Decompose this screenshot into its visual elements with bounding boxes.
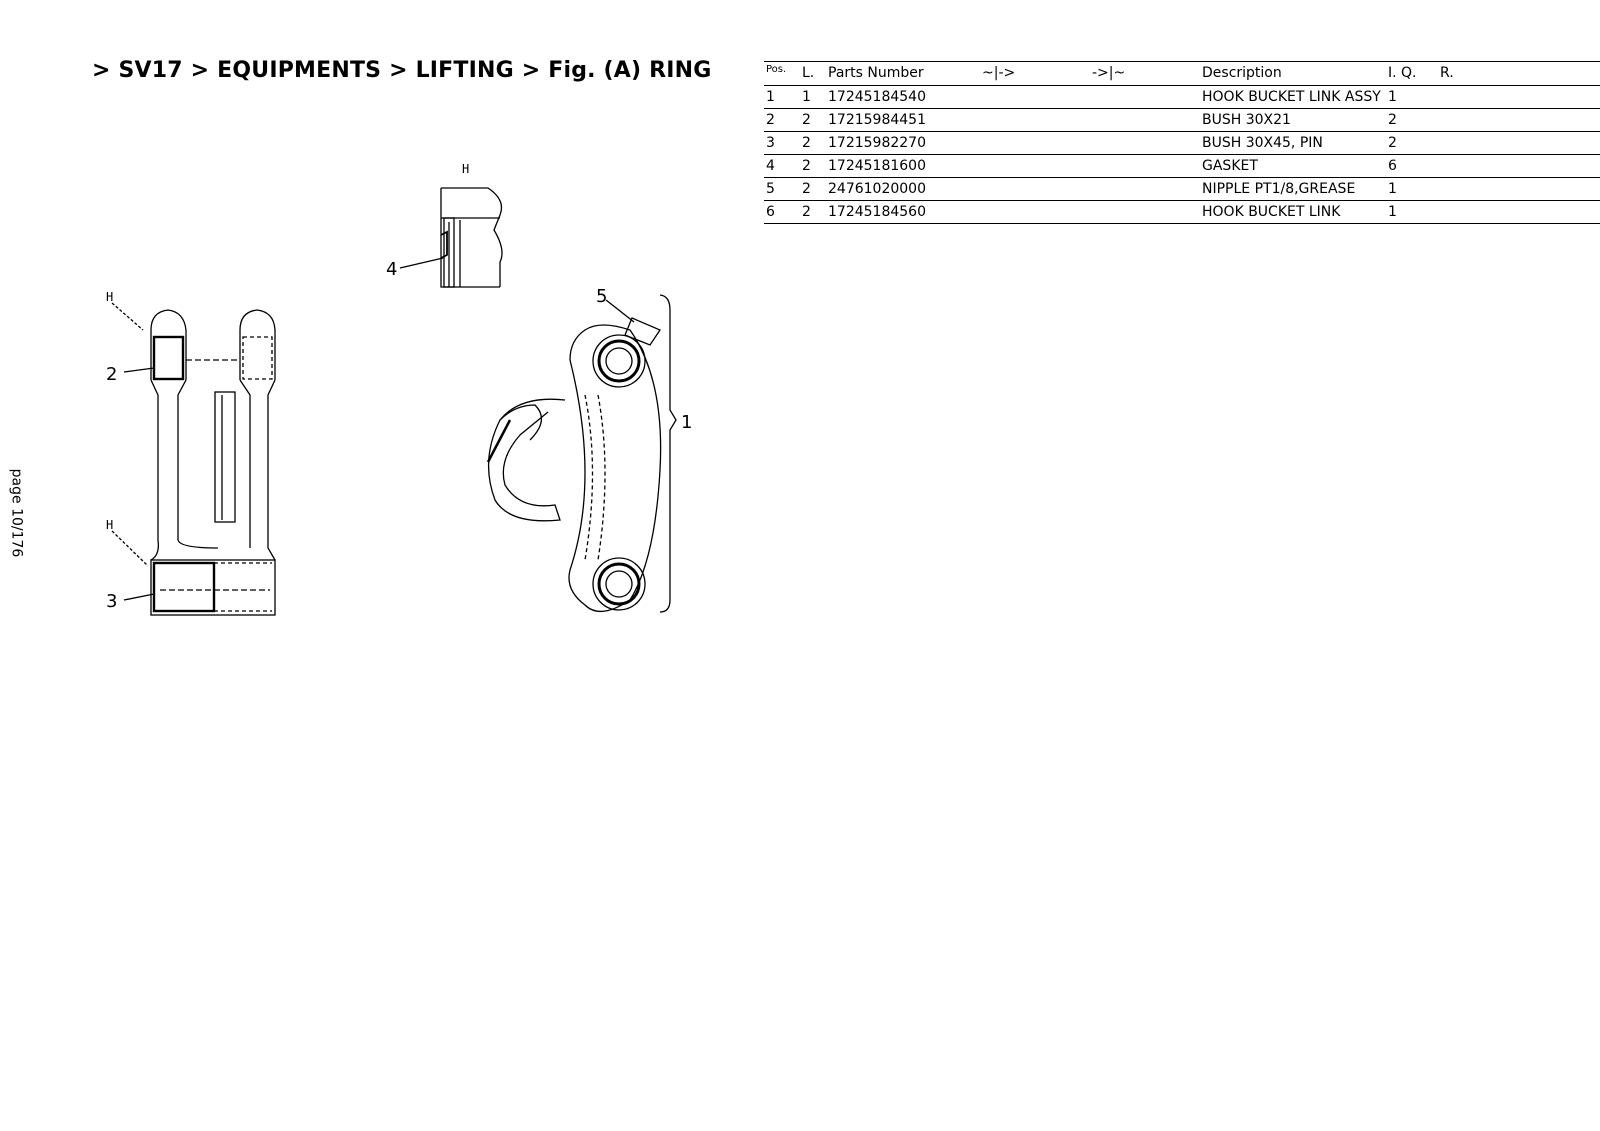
cell-parts-number: 17215982270: [826, 131, 980, 155]
cell-qty: 1: [1386, 200, 1438, 224]
cell-l: 1: [800, 85, 826, 109]
table-row: 6 2 17245184560 HOOK BUCKET LINK 1: [764, 200, 1600, 224]
cell-pos: 6: [764, 200, 800, 224]
callout-2: 2: [106, 364, 117, 385]
detail-mark-h: H: [462, 162, 469, 176]
header-iq: I. Q.: [1386, 61, 1438, 86]
cell-from: [980, 85, 1090, 109]
cell-to: [1090, 154, 1200, 178]
detail-mark-h: H: [106, 290, 113, 304]
header-from: ~|->: [980, 61, 1090, 86]
section-view: [150, 309, 276, 616]
cell-from: [980, 177, 1090, 201]
cell-description: HOOK BUCKET LINK: [1200, 200, 1386, 224]
header-r: R.: [1438, 61, 1482, 86]
header-parts-number: Parts Number: [826, 61, 980, 86]
cell-r: [1438, 177, 1482, 201]
header-spacer: [1482, 61, 1600, 86]
table-row: 4 2 17245181600 GASKET 6: [764, 154, 1600, 178]
header-l: L.: [800, 61, 826, 86]
callout-5: 5: [596, 286, 607, 307]
cell-l: 2: [800, 177, 826, 201]
cell-qty: 2: [1386, 131, 1438, 155]
cell-to: [1090, 177, 1200, 201]
cell-from: [980, 154, 1090, 178]
cell-l: 2: [800, 200, 826, 224]
cell-spacer: [1482, 154, 1600, 178]
cell-spacer: [1482, 200, 1600, 224]
callout-3: 3: [106, 591, 117, 612]
cell-r: [1438, 108, 1482, 132]
cell-pos: 1: [764, 85, 800, 109]
parts-table: Pos. L. Parts Number ~|-> ->|~ Descripti…: [764, 61, 1600, 224]
cell-qty: 6: [1386, 154, 1438, 178]
cell-pos: 5: [764, 177, 800, 201]
parts-diagram: H 4 H H 2 3: [106, 162, 692, 616]
cell-spacer: [1482, 177, 1600, 201]
cell-parts-number: 17245184560: [826, 200, 980, 224]
table-header-row: Pos. L. Parts Number ~|-> ->|~ Descripti…: [764, 61, 1600, 86]
cell-spacer: [1482, 108, 1600, 132]
page-number: page 10/176: [8, 468, 25, 558]
cell-description: GASKET: [1200, 154, 1386, 178]
hook-link-view: [486, 317, 662, 612]
cell-qty: 2: [1386, 108, 1438, 132]
cell-to: [1090, 131, 1200, 155]
cell-pos: 4: [764, 154, 800, 178]
callout-4: 4: [386, 259, 397, 280]
cell-spacer: [1482, 85, 1600, 109]
table-row: 1 1 17245184540 HOOK BUCKET LINK ASSY 1: [764, 85, 1600, 109]
cell-parts-number: 17245181600: [826, 154, 980, 178]
cell-l: 2: [800, 154, 826, 178]
cell-parts-number: 24761020000: [826, 177, 980, 201]
callout-1: 1: [681, 412, 692, 433]
header-to: ->|~: [1090, 61, 1200, 86]
cell-qty: 1: [1386, 85, 1438, 109]
cell-l: 2: [800, 108, 826, 132]
detail-gasket-view: [440, 187, 503, 288]
cell-r: [1438, 131, 1482, 155]
cell-to: [1090, 85, 1200, 109]
page-title: > SV17 > EQUIPMENTS > LIFTING > Fig. (A)…: [92, 58, 712, 83]
cell-description: NIPPLE PT1/8,GREASE: [1200, 177, 1386, 201]
cell-to: [1090, 108, 1200, 132]
cell-to: [1090, 200, 1200, 224]
cell-l: 2: [800, 131, 826, 155]
cell-from: [980, 108, 1090, 132]
cell-description: BUSH 30X45, PIN: [1200, 131, 1386, 155]
cell-qty: 1: [1386, 177, 1438, 201]
cell-spacer: [1482, 131, 1600, 155]
table-row: 3 2 17215982270 BUSH 30X45, PIN 2: [764, 131, 1600, 155]
cell-r: [1438, 154, 1482, 178]
cell-pos: 3: [764, 131, 800, 155]
header-pos: Pos.: [764, 61, 800, 86]
cell-description: HOOK BUCKET LINK ASSY: [1200, 85, 1386, 109]
cell-from: [980, 131, 1090, 155]
header-description: Description: [1200, 61, 1386, 86]
cell-description: BUSH 30X21: [1200, 108, 1386, 132]
table-row: 2 2 17215984451 BUSH 30X21 2: [764, 108, 1600, 132]
cell-pos: 2: [764, 108, 800, 132]
cell-parts-number: 17215984451: [826, 108, 980, 132]
cell-parts-number: 17245184540: [826, 85, 980, 109]
cell-from: [980, 200, 1090, 224]
detail-mark-h: H: [106, 518, 113, 532]
cell-r: [1438, 200, 1482, 224]
table-row: 5 2 24761020000 NIPPLE PT1/8,GREASE 1: [764, 177, 1600, 201]
cell-r: [1438, 85, 1482, 109]
